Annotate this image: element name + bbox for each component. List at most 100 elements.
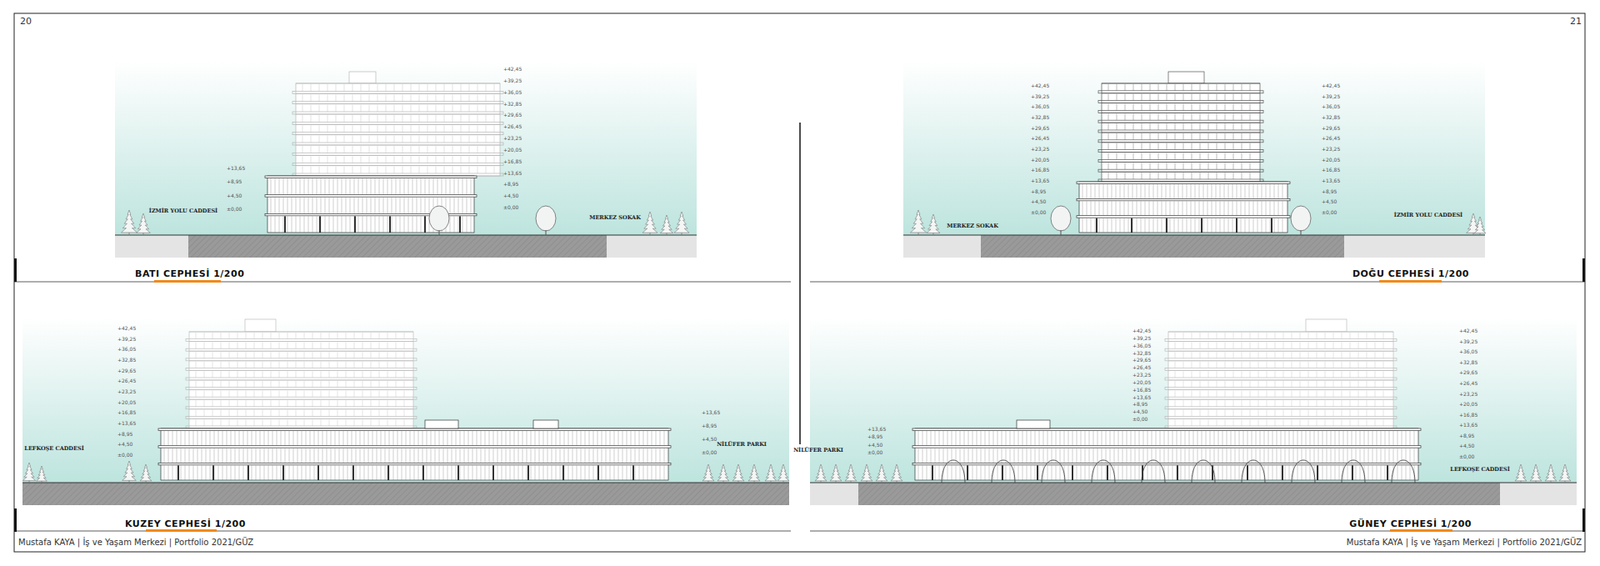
level-mark: +26,45	[1030, 135, 1050, 142]
tree-symbol	[732, 464, 745, 483]
level-mark: +13,65	[1132, 395, 1151, 401]
page-number: 21	[1570, 16, 1582, 28]
level-mark: +4,50	[701, 436, 717, 443]
tree-symbol	[1530, 464, 1542, 483]
level-mark: +20,05	[1321, 157, 1340, 164]
level-mark: +36,05	[1321, 104, 1340, 110]
tree-symbol	[660, 215, 673, 235]
tree-symbol	[748, 464, 760, 483]
level-mark: +13,65	[701, 410, 720, 416]
tree-symbol	[777, 464, 790, 483]
level-mark: +42,45	[1132, 328, 1151, 335]
tree-symbol	[845, 464, 857, 483]
tree-symbol	[1290, 205, 1311, 235]
level-mark: +13,65	[503, 170, 522, 177]
level-mark: +29,65	[1321, 125, 1340, 132]
level-mark: +42,45	[117, 325, 136, 332]
level-mark: ±0,00	[1321, 210, 1337, 216]
sheet-frame	[14, 13, 1585, 552]
tower-block	[1098, 71, 1264, 182]
pergola-arch	[991, 460, 1015, 483]
pergola-arch	[1191, 460, 1215, 483]
tree-symbol	[702, 464, 715, 483]
level-mark: ±0,00	[1132, 416, 1148, 423]
level-mark: +13,65	[1459, 422, 1478, 429]
level-mark: +26,45	[1132, 365, 1151, 371]
level-mark: +32,85	[1030, 115, 1050, 121]
level-mark: +36,05	[1459, 349, 1478, 355]
level-mark: ±0,00	[503, 205, 519, 211]
elevation-panel	[22, 316, 790, 505]
level-mark: +23,25	[117, 389, 136, 395]
tower-block	[292, 71, 504, 176]
sheet-title: BATI CEPHESİ 1/200	[135, 269, 245, 280]
level-mark: +8,95	[1321, 189, 1337, 195]
level-mark: +16,85	[1321, 167, 1340, 174]
pergola-arch	[1291, 460, 1315, 483]
roof-structure	[533, 420, 559, 429]
level-mark: +39,25	[1030, 94, 1050, 100]
pergola-arch	[1041, 460, 1065, 483]
level-mark: +29,65	[1132, 357, 1151, 364]
level-mark: ±0,00	[1459, 454, 1475, 460]
level-mark: +42,45	[1030, 83, 1050, 90]
tree-symbol	[875, 464, 888, 483]
tree-symbol	[1050, 205, 1071, 235]
pergola-arch	[941, 460, 965, 483]
level-mark: +8,95	[1030, 189, 1046, 195]
level-mark: +23,25	[503, 135, 522, 142]
street-name: İZMİR YOLU CADDESİ	[149, 208, 218, 215]
roof-structure	[425, 420, 459, 429]
level-mark: +42,45	[1459, 328, 1478, 335]
tree-symbol	[1515, 464, 1527, 483]
level-mark: +39,25	[1321, 94, 1340, 100]
level-mark: +13,65	[1030, 178, 1050, 185]
tree-symbol	[1474, 216, 1486, 235]
level-mark: +26,45	[1459, 380, 1478, 387]
level-mark: +39,25	[117, 336, 136, 343]
level-mark: +20,05	[117, 400, 136, 406]
level-mark: ±0,00	[226, 206, 242, 213]
footer-text: Mustafa KAYA | İş ve Yaşam Merkezi | Por…	[18, 537, 254, 548]
level-mark: +26,45	[117, 378, 136, 385]
level-mark: +20,05	[1030, 157, 1050, 164]
elevation-panel	[903, 60, 1485, 258]
street-name: NİLÜFER PARKI	[793, 447, 844, 454]
level-mark: +4,50	[1321, 199, 1337, 205]
podium-block	[912, 428, 1421, 480]
elevation-panel	[115, 60, 697, 258]
tower-block	[185, 319, 417, 429]
level-mark: +8,95	[503, 181, 519, 188]
sheet-title: DOĞU CEPHESİ 1/200	[1352, 269, 1470, 280]
level-mark: +39,25	[1459, 339, 1478, 345]
level-mark: +36,05	[117, 346, 136, 353]
level-mark: +4,50	[867, 442, 883, 449]
level-mark: +8,95	[1132, 401, 1148, 408]
tree-symbol	[926, 214, 940, 235]
elevation-panel	[810, 316, 1577, 505]
pergola-arch	[1391, 460, 1415, 483]
level-mark: +13,65	[867, 426, 886, 433]
level-mark: +32,85	[1321, 115, 1340, 121]
level-mark: +32,85	[1132, 350, 1151, 357]
level-mark: +16,85	[503, 159, 522, 165]
sheet-title: KUZEY CEPHESİ 1/200	[125, 519, 246, 530]
street-name: LEFKOŞE CADDESİ	[1450, 466, 1510, 473]
street-name: MERKEZ SOKAK	[946, 223, 999, 230]
tree-symbol	[535, 205, 556, 235]
level-mark: +8,95	[117, 431, 133, 438]
pergola-arch	[1091, 460, 1115, 483]
tree-symbol	[136, 213, 151, 235]
level-mark: +29,65	[1459, 370, 1478, 376]
level-mark: +8,95	[1459, 433, 1475, 440]
pergola-arch	[1341, 460, 1365, 483]
tree-symbol	[1559, 464, 1571, 483]
tree-symbol	[717, 464, 730, 483]
level-mark: +16,85	[117, 410, 136, 416]
level-mark: +36,05	[503, 90, 522, 96]
tree-symbol	[22, 462, 35, 483]
podium-block	[158, 428, 671, 480]
level-mark: +16,85	[1030, 167, 1050, 174]
level-mark: +29,65	[503, 112, 522, 119]
